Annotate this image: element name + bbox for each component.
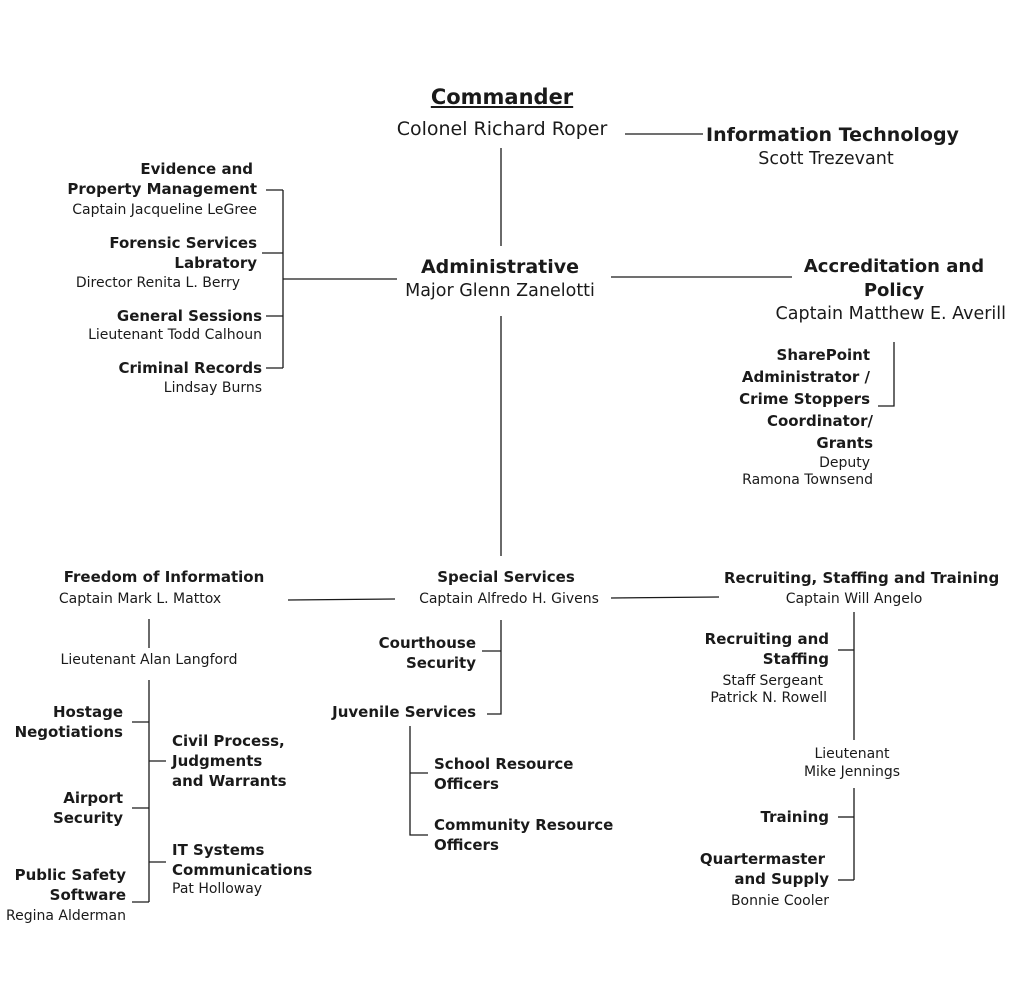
special-name: Captain Alfredo H. Givens (419, 591, 599, 607)
cro-line2: Officers (434, 836, 499, 854)
airport-line1: Airport (63, 789, 123, 807)
accreditation-title-line1: Accreditation and (803, 256, 985, 277)
civil-line2: Judgments (172, 752, 263, 770)
foi-title: Freedom of Information (63, 568, 265, 586)
sharepoint-rank: Deputy (819, 455, 870, 471)
cro-line1: Community Resource (434, 816, 614, 834)
commander-name: Colonel Richard Roper (396, 118, 608, 140)
quartermaster-line1: Quartermaster (699, 850, 825, 868)
it-title: Information Technology (706, 124, 959, 146)
foi-name: Captain Mark L. Mattox (58, 591, 222, 607)
recruiting-name: Captain Will Angelo (785, 591, 923, 607)
hostage-line2: Negotiations (14, 723, 123, 741)
admin-title: Administrative (420, 256, 580, 278)
recstaff-name: Patrick N. Rowell (710, 690, 827, 706)
criminal-name: Lindsay Burns (163, 380, 262, 396)
sharepoint-line4: Coordinator/ (766, 412, 873, 430)
sharepoint-line2: Administrator / (741, 368, 870, 386)
connector-juvenile-cro (409, 726, 428, 836)
it-name: Scott Trezevant (758, 149, 894, 169)
foi-sub: Lieutenant Alan Langford (60, 652, 238, 668)
civil-line1: Civil Process, (172, 732, 285, 750)
admin-name: Major Glenn Zanelotti (405, 281, 595, 301)
general-title: General Sessions (116, 307, 262, 325)
special-title: Special Services (437, 568, 575, 586)
evidence-name: Captain Jacqueline LeGree (72, 202, 257, 218)
accreditation-title-line2: Policy (863, 280, 925, 301)
criminal-title: Criminal Records (118, 359, 262, 377)
quartermaster-line2: and Supply (734, 870, 829, 888)
psafety-name: Regina Alderman (6, 908, 126, 924)
lieutenant-name: Mike Jennings (803, 764, 901, 780)
juvenile-title: Juvenile Services (332, 703, 476, 721)
commander-heading: Commander (430, 85, 574, 109)
itsys-name: Pat Holloway (172, 881, 263, 897)
evidence-title-line1: Evidence and (140, 160, 253, 178)
sharepoint-line5: Grants (816, 434, 873, 452)
airport-line2: Security (52, 809, 123, 827)
recstaff-line2: Staffing (762, 650, 829, 668)
sharepoint-line1: SharePoint (776, 346, 870, 364)
training-title: Training (760, 808, 829, 826)
recstaff-rank: Staff Sergeant (722, 673, 823, 689)
recstaff-line1: Recruiting and (704, 630, 829, 648)
accreditation-name: Captain Matthew E. Averill (775, 304, 1006, 324)
sharepoint-line3: Crime Stoppers (739, 390, 870, 408)
sro-line2: Officers (434, 775, 499, 793)
forensic-name: Director Renita L. Berry (75, 275, 240, 291)
connector-special-foi (287, 598, 396, 601)
forensic-title-line1: Forensic Services (109, 234, 257, 252)
sharepoint-name: Ramona Townsend (742, 472, 873, 488)
hostage-line1: Hostage (53, 703, 123, 721)
psafety-line2: Software (49, 886, 126, 904)
forensic-title-line2: Labratory (174, 254, 257, 272)
lieutenant-rank: Lieutenant (814, 746, 890, 762)
sro-line1: School Resource (434, 755, 574, 773)
connector-special-recruiting (610, 596, 720, 599)
courthouse-line1: Courthouse (378, 634, 476, 652)
recruiting-title: Recruiting, Staffing and Training (724, 569, 1000, 587)
psafety-line1: Public Safety (14, 866, 126, 884)
connector-special-juvenile (487, 620, 502, 715)
quartermaster-name: Bonnie Cooler (730, 893, 829, 909)
itsys-line1: IT Systems (172, 841, 265, 859)
itsys-line2: Communications (172, 861, 313, 879)
connector-accreditation-sharepoint (878, 342, 895, 407)
evidence-title-line2: Property Management (67, 180, 257, 198)
courthouse-line2: Security (405, 654, 476, 672)
general-name: Lieutenant Todd Calhoun (88, 327, 262, 343)
civil-line3: and Warrants (172, 772, 287, 790)
